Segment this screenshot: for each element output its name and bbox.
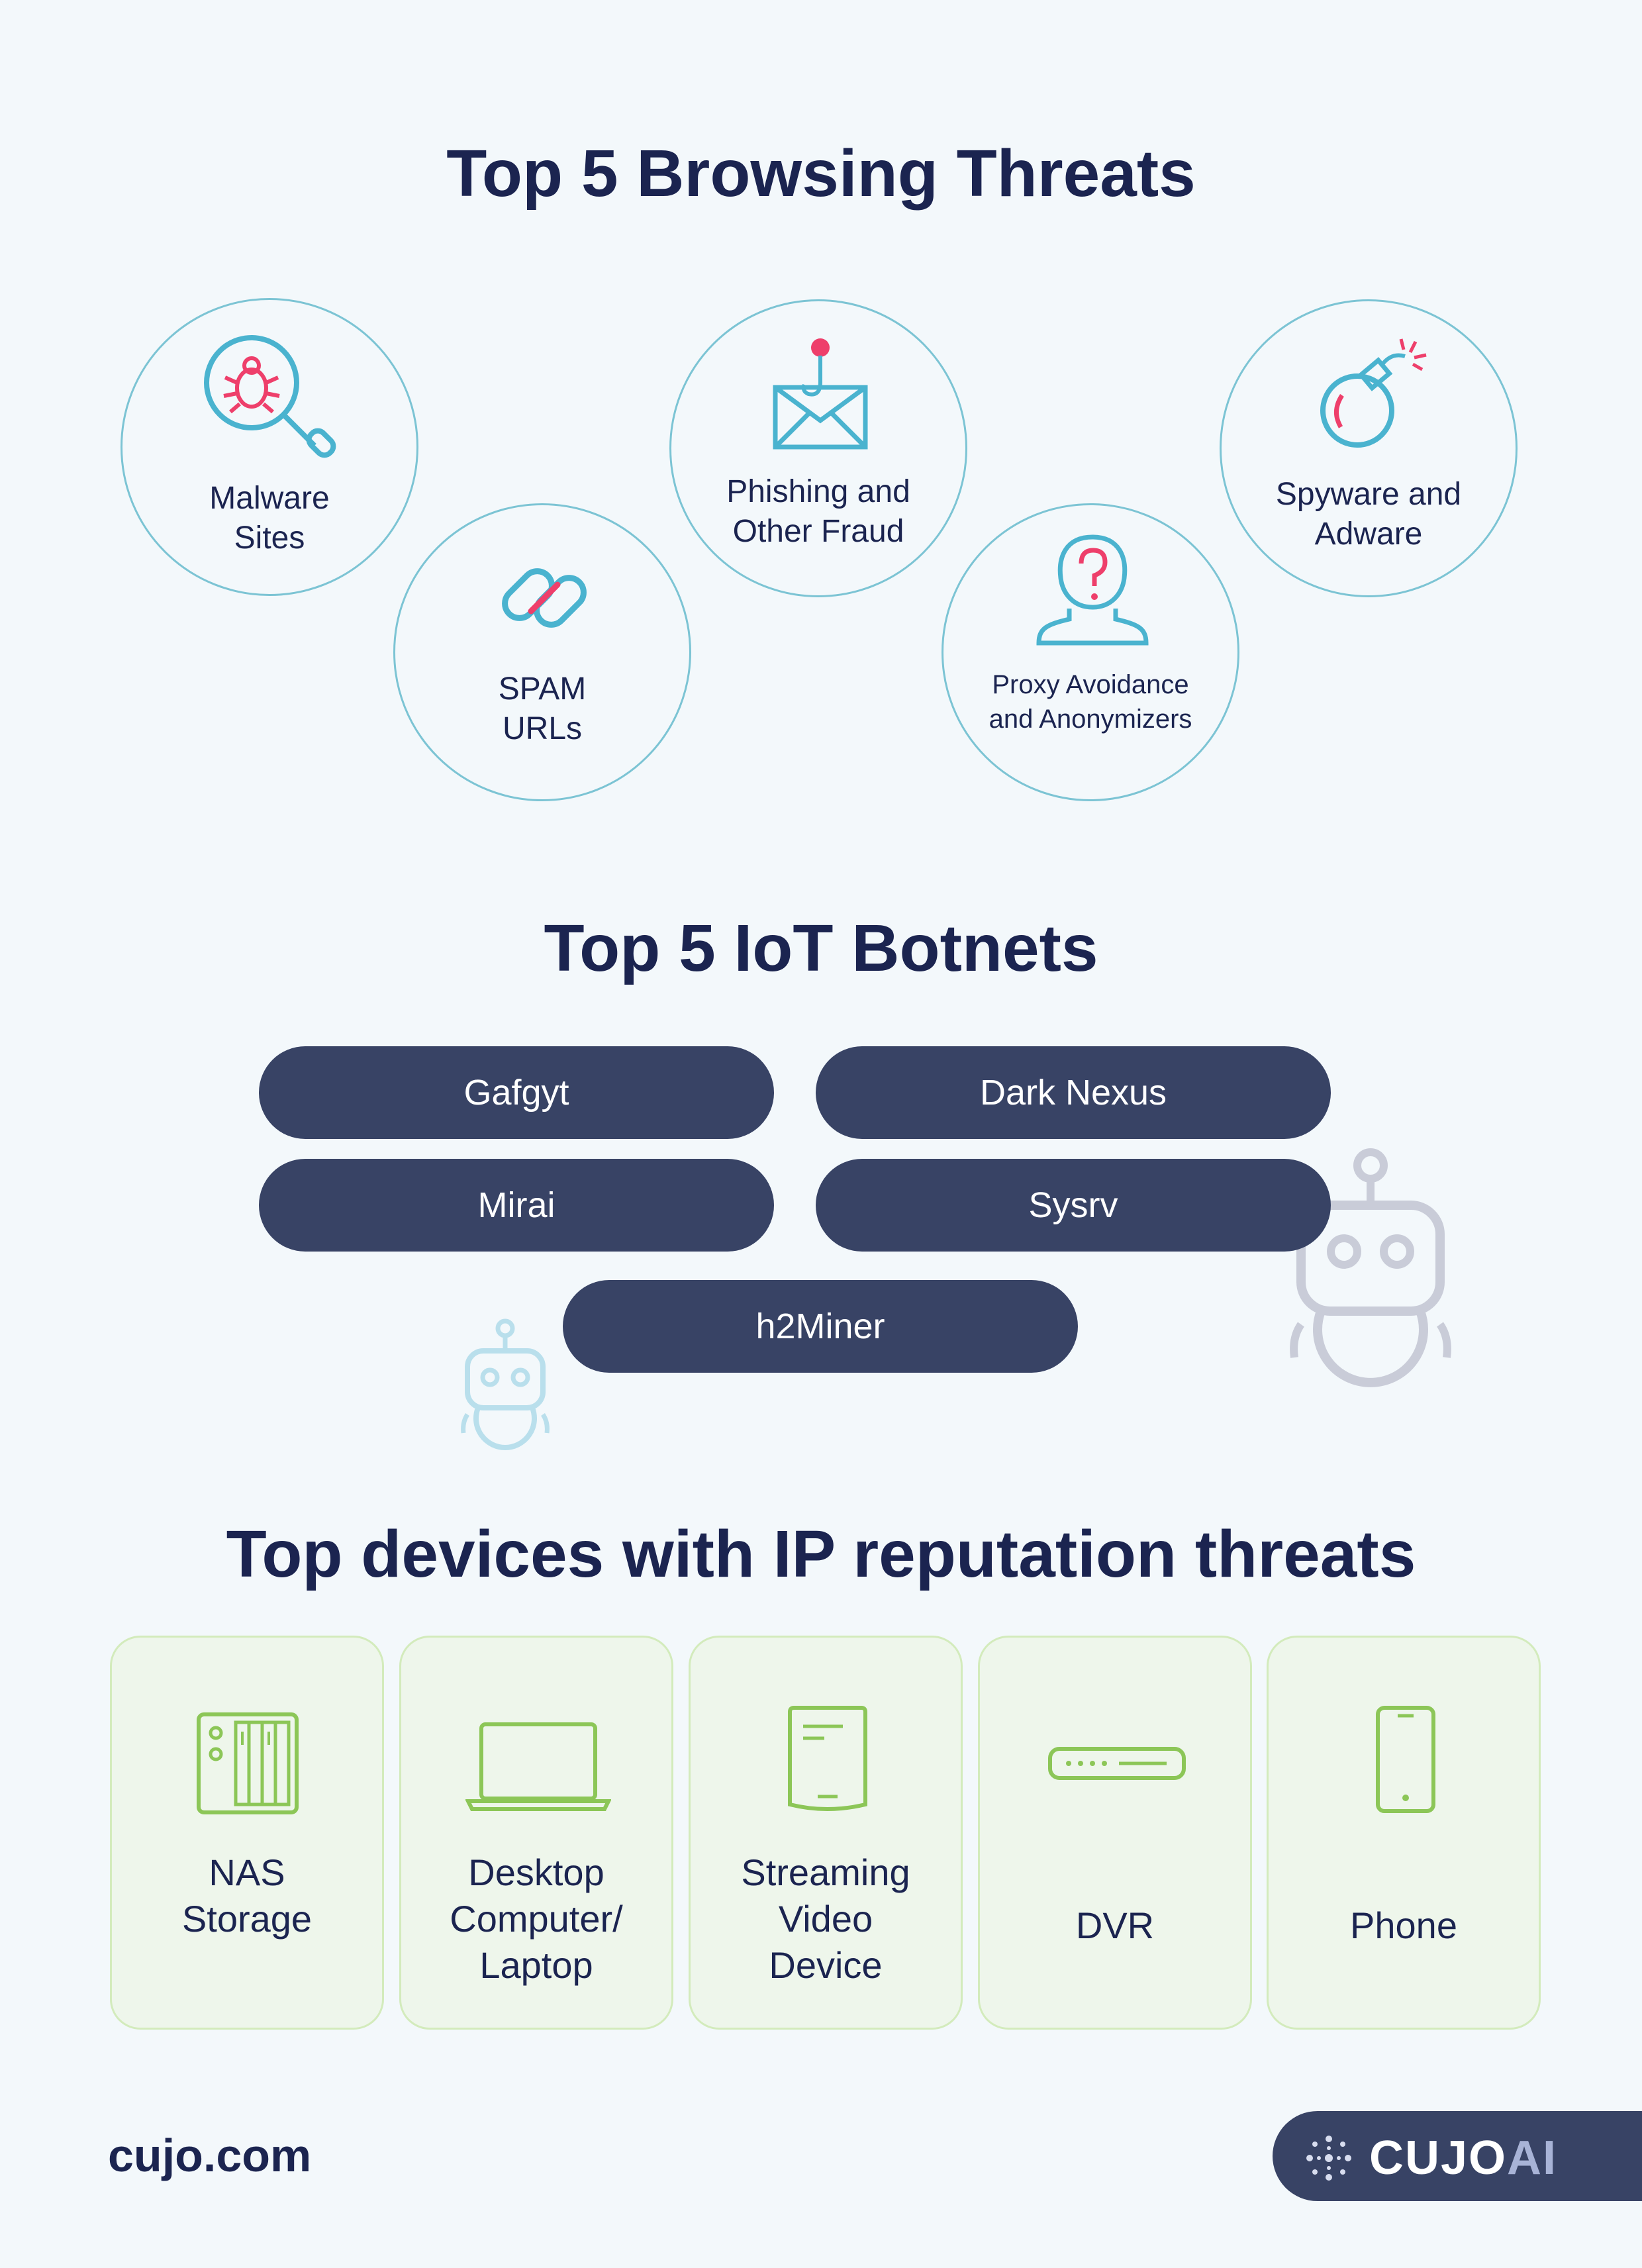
threat-label: Malware Sites: [209, 481, 330, 556]
nas-storage-icon: [197, 1712, 299, 1814]
device-label: Streaming Video Device: [741, 1851, 910, 1986]
device-card-dvr: DVR: [978, 1636, 1252, 2030]
botnet-pill: Mirai: [259, 1159, 774, 1252]
bomb-icon: [1320, 338, 1427, 448]
threat-phishing: Phishing and Other Fraud: [669, 299, 967, 597]
phone-icon: [1376, 1706, 1435, 1813]
threat-spam-urls: SPAM URLs: [393, 503, 691, 801]
brand-badge: CUJOAI: [1273, 2111, 1642, 2201]
link-icon: [502, 568, 587, 628]
dvr-icon: [1048, 1747, 1186, 1780]
threat-label: Proxy Avoidance and Anonymizers: [989, 670, 1192, 734]
device-card-phone: Phone: [1267, 1636, 1541, 2030]
streaming-device-icon: [788, 1706, 867, 1811]
robot-icon: [461, 1318, 550, 1450]
threat-malware-sites: Malware Sites: [121, 298, 418, 596]
device-label: NAS Storage: [181, 1851, 313, 1940]
browsing-threats-title: Top 5 Browsing Threats: [446, 136, 1196, 211]
devices-title: Top devices with IP reputation threats: [226, 1517, 1416, 1591]
phishing-envelope-icon: [773, 338, 868, 450]
device-card-laptop: Desktop Computer/ Laptop: [399, 1636, 673, 2030]
threat-label: Spyware and Adware: [1275, 477, 1462, 552]
botnet-pill: Sysrv: [816, 1159, 1331, 1252]
threat-label: SPAM URLs: [498, 671, 587, 746]
cujo-logo-icon: [1306, 2136, 1351, 2181]
device-card-streaming: Streaming Video Device: [689, 1636, 963, 2030]
robot-icon: [1290, 1148, 1451, 1387]
brand-suffix: AI: [1507, 2132, 1558, 2185]
threat-spyware-adware: Spyware and Adware: [1220, 299, 1518, 597]
footer-url[interactable]: cujo.com: [108, 2130, 312, 2181]
brand-name: CUJOAI: [1369, 2131, 1557, 2185]
threat-label: Phishing and Other Fraud: [726, 474, 910, 549]
brand-main: CUJO: [1369, 2132, 1508, 2185]
device-label: Phone: [1350, 1904, 1457, 1946]
magnifier-bug-icon: [204, 335, 336, 458]
anonymous-user-icon: [1036, 534, 1149, 646]
threat-proxy-avoidance: Proxy Avoidance and Anonymizers: [942, 503, 1239, 801]
botnet-pill: Gafgyt: [259, 1046, 774, 1139]
botnet-pill: h2Miner: [563, 1280, 1078, 1373]
iot-botnets-title: Top 5 IoT Botnets: [544, 911, 1098, 985]
device-label: DVR: [1075, 1904, 1155, 1946]
laptop-icon: [465, 1722, 611, 1811]
botnet-pill: Dark Nexus: [816, 1046, 1331, 1139]
device-label: Desktop Computer/ Laptop: [450, 1851, 623, 1986]
device-card-nas: NAS Storage: [110, 1636, 384, 2030]
